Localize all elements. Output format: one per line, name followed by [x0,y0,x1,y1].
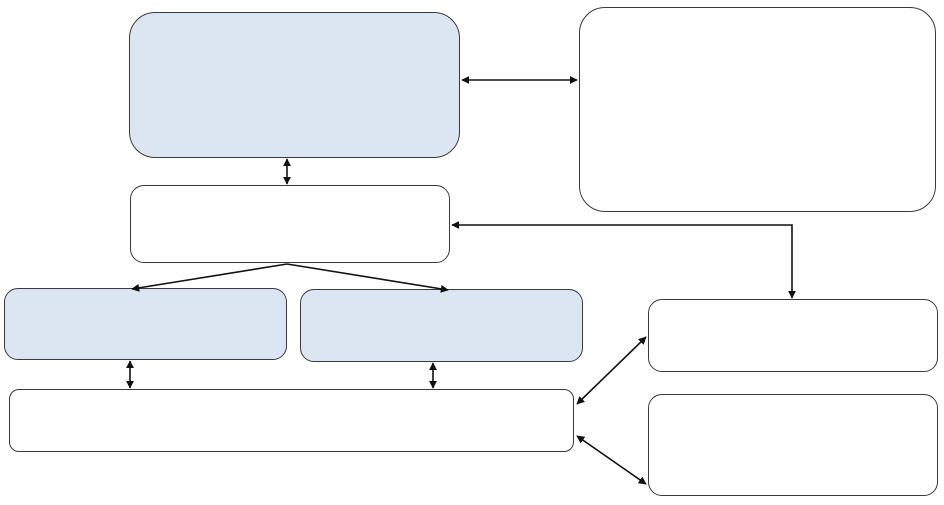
edge-bottom-rightb [576,435,647,485]
edge-bottom-righta [576,336,647,405]
edge-middle-righta [451,221,796,299]
node-bottom-wide [9,389,574,452]
node-left-a [4,288,287,360]
edge-middle-leftb [286,263,449,293]
edge-middle-lefta [131,263,288,292]
node-middle [130,185,450,263]
node-right-a [648,299,938,372]
node-right-b [648,394,938,496]
node-top-left [129,12,460,158]
node-left-b [300,289,583,362]
node-top-right [579,7,936,212]
